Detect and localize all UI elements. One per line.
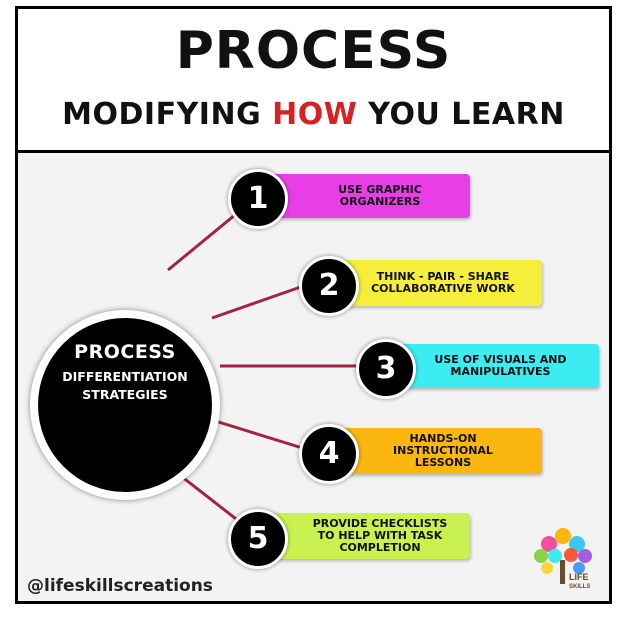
subtitle-part-1: MODIFYING [62,97,273,132]
strategy-5-label: PROVIDE CHECKLISTS TO HELP WITH TASK COM… [258,513,470,559]
header: PROCESS MODIFYING HOW YOU LEARN [18,9,609,153]
subtitle-highlight: HOW [272,97,358,132]
connector-2 [211,281,313,320]
hub-inner: PROCESS DIFFERENTIATION STRATEGIES [38,318,212,492]
page-title: PROCESS [175,21,452,81]
social-handle: @lifeskillscreations [27,576,213,596]
strategy-3-text: USE OF VISUALS AND MANIPULATIVES [434,353,567,378]
hub-line-2: STRATEGIES [82,387,168,402]
strategy-5-text: PROVIDE CHECKLISTS TO HELP WITH TASK COM… [312,517,448,554]
strategy-1-text: USE GRAPHIC ORGANIZERS [338,183,422,208]
strategy-4-number: 4 [299,424,359,484]
strategy-4-text: HANDS-ON INSTRUCTIONAL LESSONS [393,432,493,469]
hub-title: PROCESS [74,341,176,363]
connector-4 [211,418,313,453]
strategy-3-number: 3 [356,339,416,399]
subtitle-part-2: YOU LEARN [357,97,565,132]
life-skills-logo-icon: LIFE SKILLS [534,528,592,590]
strategy-2-number: 2 [299,256,359,316]
strategy-1-number: 1 [228,169,288,229]
hub-subtitle: DIFFERENTIATION STRATEGIES [38,368,212,404]
strategy-1-label: USE GRAPHIC ORGANIZERS [258,174,470,218]
strategy-2-text: THINK - PAIR - SHARE COLLABORATIVE WORK [371,270,515,295]
svg-text:LIFE: LIFE [569,572,589,582]
page-subtitle: MODIFYING HOW YOU LEARN [18,97,609,133]
hub-line-1: DIFFERENTIATION [62,369,188,384]
strategy-5-number: 5 [228,509,288,569]
svg-text:SKILLS: SKILLS [569,584,590,590]
